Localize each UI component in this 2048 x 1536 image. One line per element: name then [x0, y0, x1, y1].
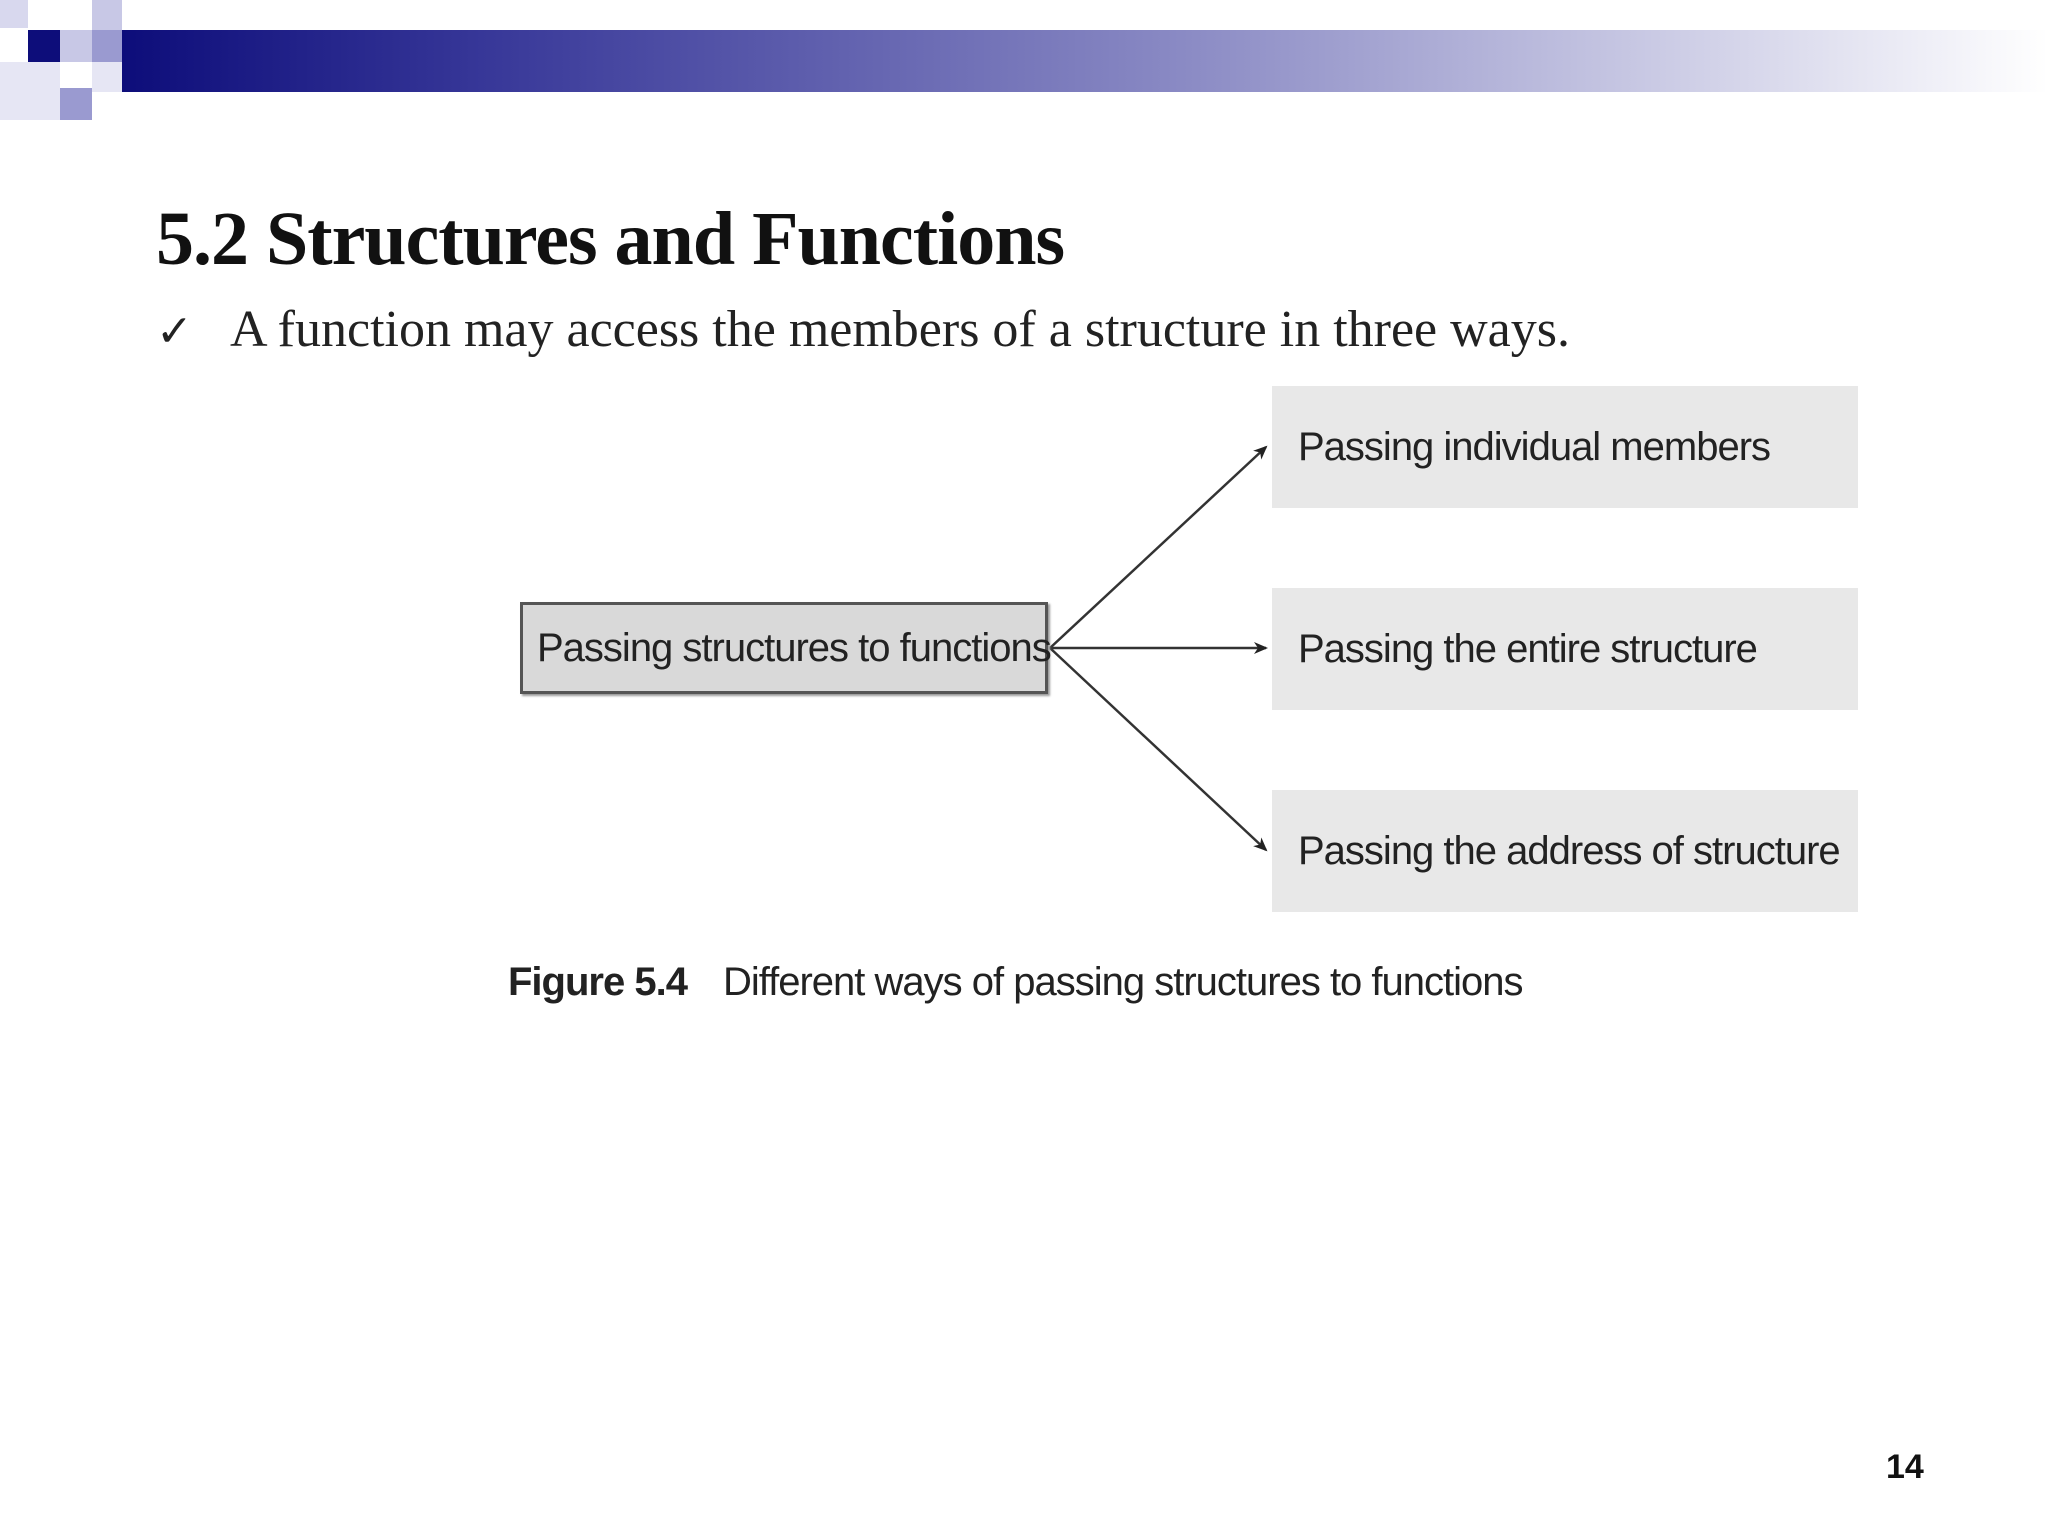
diagram-leaf-node: Passing the entire structure — [1272, 588, 1858, 710]
header-banner — [122, 30, 2048, 92]
diagram-leaf-node: Passing the address of structure — [1272, 790, 1858, 912]
decor-square — [92, 62, 122, 92]
decor-square — [92, 0, 122, 30]
decor-square — [60, 30, 92, 62]
bullet-item: ✓ A function may access the members of a … — [156, 300, 1570, 359]
figure-caption-text: Different ways of passing structures to … — [722, 960, 1524, 1004]
figure-label: Figure 5.4 — [508, 960, 688, 1004]
decor-square — [60, 88, 92, 120]
decor-square — [0, 62, 60, 120]
bullet-text: A function may access the members of a s… — [230, 301, 1570, 358]
diagram-root-node: Passing structures to functions — [520, 602, 1052, 694]
arrow-to-address-of-structure — [1049, 647, 1268, 852]
decor-square — [28, 30, 60, 62]
page-number: 14 — [1886, 1448, 1924, 1486]
decor-square — [0, 0, 28, 28]
arrow-to-individual-members — [1049, 445, 1268, 649]
decor-square — [92, 30, 124, 62]
check-icon: ✓ — [156, 307, 193, 356]
slide-title: 5.2 Structures and Functions — [156, 197, 1065, 281]
figure-caption: Figure 5.4 Different ways of passing stru… — [508, 960, 1524, 1005]
diagram-leaf-node: Passing individual members — [1272, 386, 1858, 508]
